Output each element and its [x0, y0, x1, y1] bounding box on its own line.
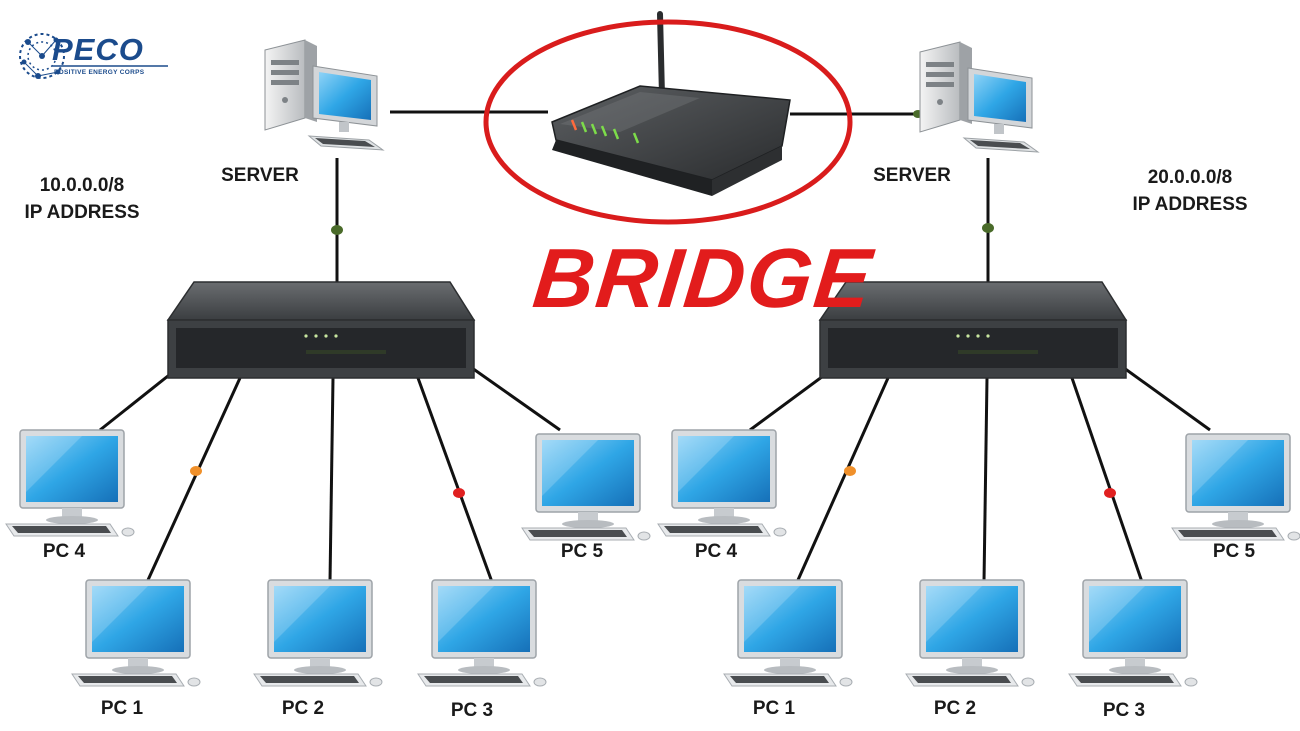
link-right-pc5: [1123, 366, 1211, 432]
left-pc5-label: PC 5: [560, 541, 604, 562]
link-dot-right-server: [982, 223, 994, 233]
connection-lines: [99, 110, 1211, 583]
right-pc1-label: PC 1: [752, 698, 796, 719]
link-dot-left-pc3: [453, 488, 465, 498]
link-dots: [190, 110, 1116, 498]
link-left-pc2: [328, 377, 335, 583]
left-subnet: 10.0.0.0/8: [39, 175, 125, 196]
logo-name: PECO: [52, 32, 144, 67]
link-dot-right-pc3: [1104, 488, 1116, 498]
left-pc3-label: PC 3: [450, 700, 494, 721]
left-pc2-label: PC 2: [281, 698, 325, 719]
left-pc4-icon: [5, 429, 135, 537]
bridge-highlight-circle: [483, 19, 853, 225]
right-server-label: SERVER: [873, 165, 951, 186]
left-subnet-label: 10.0.0.0/8 IP ADDRESS: [24, 172, 139, 226]
bridge-antenna: [657, 11, 665, 99]
left-pc1-label: PC 1: [100, 698, 144, 719]
right-pc3-label: PC 3: [1102, 700, 1146, 721]
link-left-pc3: [416, 377, 494, 583]
right-pc5-label: PC 5: [1212, 541, 1256, 562]
link-left-pc4: [99, 366, 179, 432]
right-server-icon: [919, 41, 1039, 153]
link-left-pc1: [146, 377, 242, 581]
bridge-device: [551, 11, 791, 196]
left-pc5-icon: [521, 433, 651, 541]
right-pc3-icon: [1068, 579, 1198, 687]
right-pc2-label: PC 2: [933, 698, 977, 719]
right-pc4-label: PC 4: [694, 541, 738, 562]
left-server-icon: [264, 39, 384, 151]
right-pc1-icon: [723, 579, 853, 687]
left-switch-icon: [167, 281, 475, 379]
left-subnet-caption: IP ADDRESS: [24, 202, 140, 223]
logo-tagline: POSITIVE ENERGY CORPS: [54, 69, 145, 76]
link-dot-left-pc1: [190, 466, 202, 476]
left-pc4-label: PC 4: [42, 541, 86, 562]
right-pc5-icon: [1171, 433, 1300, 541]
link-dot-right-pc1: [844, 466, 856, 476]
bridge-title: BRIDGE: [529, 231, 878, 325]
right-pc2-icon: [905, 579, 1035, 687]
link-right-pc3: [1070, 377, 1144, 583]
left-pc2-icon: [253, 579, 383, 687]
link-dot-left-server: [331, 225, 343, 235]
logo-globe-icon: [19, 33, 168, 79]
right-pc4-icon: [657, 429, 787, 537]
link-left-pc5: [471, 366, 561, 432]
left-pc3-icon: [417, 579, 547, 687]
right-subnet-label: 20.0.0.0/8 IP ADDRESS: [1132, 164, 1247, 218]
left-pc1-icon: [71, 579, 201, 687]
right-subnet-caption: IP ADDRESS: [1132, 194, 1248, 215]
right-subnet: 20.0.0.0/8: [1147, 167, 1233, 188]
link-right-pc1: [796, 377, 890, 581]
link-right-pc2: [982, 377, 989, 583]
peco-logo: PECO POSITIVE ENERGY CORPS: [18, 22, 170, 94]
left-server-label: SERVER: [221, 165, 299, 186]
